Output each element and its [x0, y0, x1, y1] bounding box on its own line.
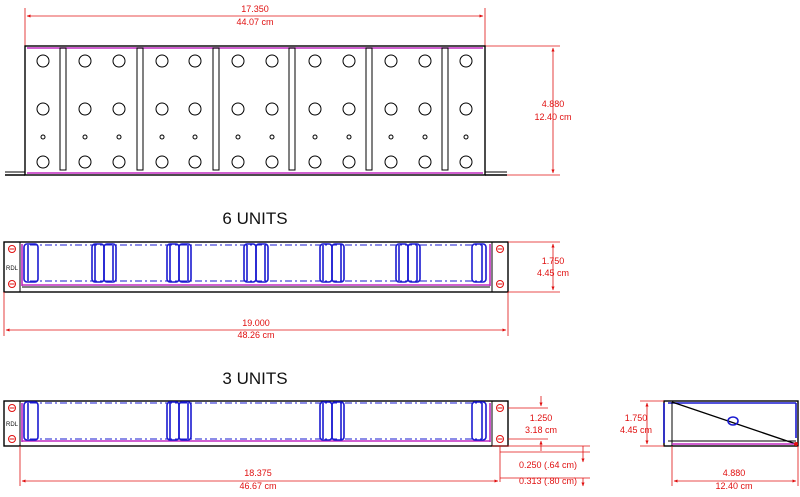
six-unit-front-view: 6 UNITS RDL [3, 209, 569, 340]
three-unit-offset-b: 0.313 (.80 cm) [519, 476, 577, 486]
six-unit-rack-screws [8, 245, 504, 288]
three-unit-front-view: 3 UNITS RDL 1.250 3.18 [3, 369, 590, 491]
six-unit-logo: RDL [6, 266, 19, 272]
side-view-diagonal-brace [671, 401, 797, 445]
six-unit-panel [3, 241, 509, 293]
six-unit-height-in: 1.750 [542, 256, 565, 266]
six-unit-module-caps [23, 243, 487, 283]
six-unit-title: 6 UNITS [222, 209, 287, 228]
six-unit-height-cm: 4.45 cm [537, 268, 569, 278]
top-view: 17.350 44.07 cm 4.880 12.40 cm [5, 4, 572, 176]
top-dividers [59, 47, 449, 171]
three-unit-module-caps [23, 401, 487, 441]
three-unit-module-height-cm: 3.18 cm [525, 425, 557, 435]
top-chassis-outline [24, 45, 486, 176]
three-unit-title: 3 UNITS [222, 369, 287, 388]
three-unit-width-cm: 46.67 cm [239, 481, 276, 491]
three-unit-width-in: 18.375 [244, 468, 272, 478]
top-depth-in: 4.880 [542, 99, 565, 109]
six-unit-width-in: 19.000 [242, 318, 270, 328]
side-view-depth-in: 4.880 [723, 468, 746, 478]
side-view-chassis [663, 400, 799, 447]
six-unit-width-cm: 48.26 cm [237, 330, 274, 340]
side-view: 1.750 4.45 cm 4.880 12.40 cm [620, 400, 799, 491]
side-view-height-cm: 4.45 cm [620, 425, 652, 435]
top-width-in: 17.350 [241, 4, 269, 14]
top-mounting-holes [36, 54, 473, 169]
three-unit-rack-screws [8, 404, 504, 443]
three-unit-module-height-in: 1.250 [530, 413, 553, 423]
three-unit-offset-a: 0.250 (.64 cm) [519, 460, 577, 470]
three-unit-logo: RDL [6, 422, 19, 428]
side-view-depth-cm: 12.40 cm [715, 481, 752, 491]
side-view-height-in: 1.750 [625, 413, 648, 423]
top-width-cm: 44.07 cm [236, 17, 273, 27]
top-depth-cm: 12.40 cm [534, 112, 571, 122]
